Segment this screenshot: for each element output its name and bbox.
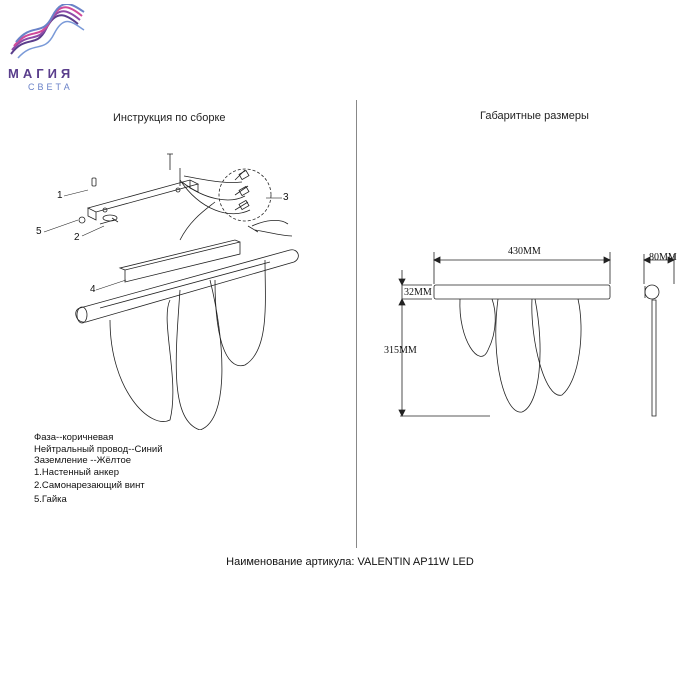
logo-name: МАГИЯ xyxy=(8,66,75,81)
logo-wave-icon xyxy=(10,4,85,59)
pliers-icon xyxy=(247,220,293,237)
dimensions-title: Габаритные размеры xyxy=(480,110,589,122)
callout-1: 1 xyxy=(57,190,63,201)
front-shade-2 xyxy=(495,298,541,413)
anchor-icon xyxy=(91,177,97,187)
article-name: Наименование артикула: VALENTIN AP11W LE… xyxy=(226,556,474,568)
front-shade-1 xyxy=(459,298,496,357)
wiring-legend: Фаза--коричневая Нейтральный провод--Син… xyxy=(34,432,163,505)
dim-width-label: 430MM xyxy=(508,246,541,257)
center-divider xyxy=(356,100,357,548)
wall-anchor-bracket xyxy=(86,179,200,213)
legend-line: 5.Гайка xyxy=(34,493,67,505)
logo-subtitle: СВЕТА xyxy=(28,82,73,92)
legend-line: 2.Самонарезающий винт xyxy=(34,480,145,491)
dim-height-label: 315MM xyxy=(384,345,417,356)
front-bar xyxy=(433,284,611,300)
nut-icon xyxy=(78,216,86,224)
terminal-block-circle xyxy=(218,168,272,222)
shade-1 xyxy=(109,299,174,422)
shade-2 xyxy=(175,279,223,430)
bracket-hole-icon xyxy=(102,207,108,213)
legend-line: 1.Настенный анкер xyxy=(34,466,119,478)
legend-line: Фаза--коричневая xyxy=(34,432,114,443)
lamp-bar xyxy=(75,249,299,323)
callout-3: 3 xyxy=(283,192,289,203)
shade-3 xyxy=(214,259,266,367)
callout-4: 4 xyxy=(90,284,96,295)
dim-depth-label: 80MM xyxy=(649,252,677,263)
legend-line: Нейтральный провод--Синий xyxy=(34,443,163,455)
assembly-title: Инструкция по сборке xyxy=(113,112,226,124)
side-shade xyxy=(651,299,657,417)
assembly-drawing xyxy=(43,153,299,430)
legend-line: Заземление --Жёлтое xyxy=(34,455,132,466)
dim-bar-label: 32MM xyxy=(404,287,432,298)
callout-5: 5 xyxy=(36,226,42,237)
side-bar-section xyxy=(644,284,660,300)
dimensions-drawing xyxy=(398,252,675,417)
lamp-mount-box xyxy=(124,241,241,283)
front-shade-3 xyxy=(531,298,582,396)
callout-2: 2 xyxy=(74,232,80,243)
